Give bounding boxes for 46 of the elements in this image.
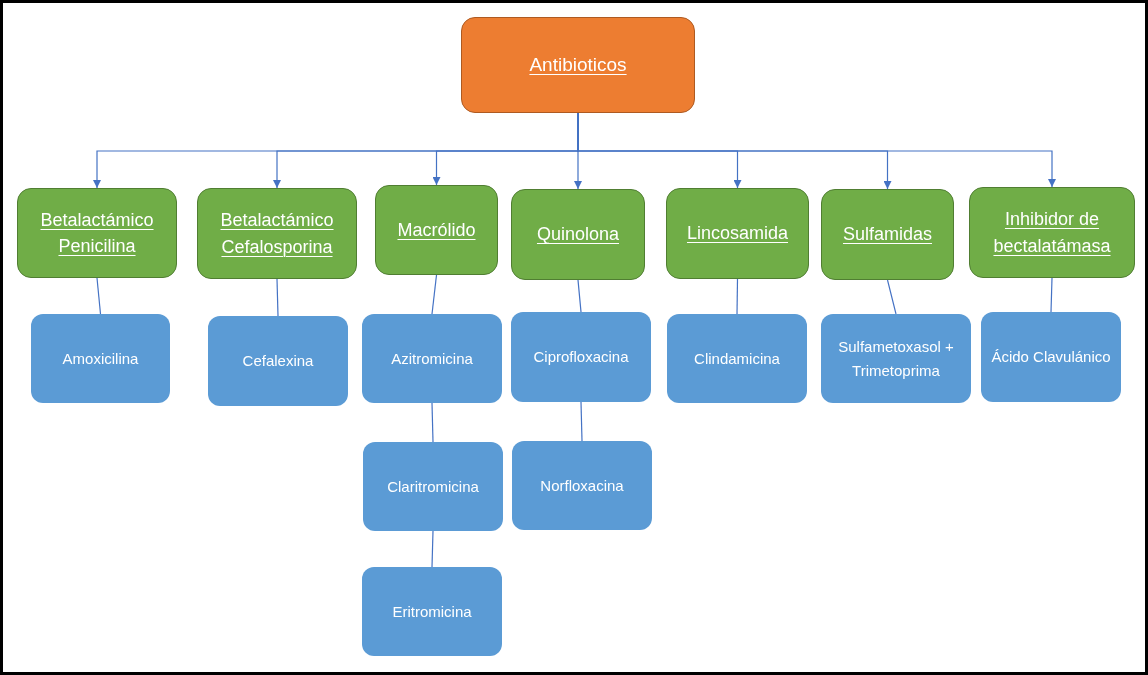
category-box <box>969 187 1135 278</box>
category-box <box>666 188 809 279</box>
node-label: Inhibidor de bectalatámasa <box>992 208 1112 258</box>
root-box <box>461 17 695 113</box>
drug-box <box>363 442 503 531</box>
connector-line <box>886 279 897 315</box>
drug-box <box>667 314 807 403</box>
drug-box <box>821 314 971 403</box>
drug-box <box>31 314 170 403</box>
connector-line <box>1050 277 1053 313</box>
connector-line <box>431 402 434 443</box>
drug-box <box>511 312 651 402</box>
node-label: Claritromicina <box>387 476 479 497</box>
connector-line <box>736 278 739 315</box>
connector-line <box>577 279 582 313</box>
node-label: Eritromicina <box>392 601 472 622</box>
node-label: Cefalexina <box>242 351 314 372</box>
node-label: Sulfamidas <box>842 223 932 247</box>
node-label: Norfloxacina <box>540 475 624 496</box>
category-box <box>511 189 645 280</box>
connector-line <box>580 401 583 442</box>
drug-box <box>362 567 502 656</box>
connector-line <box>431 274 438 315</box>
connector-line <box>96 277 102 315</box>
node-label: Quinolona <box>536 223 620 247</box>
node-label: Antibioticos <box>529 54 627 76</box>
node-label: Sulfametoxasol + Trimetoprima <box>837 337 955 381</box>
node-label: Betalactámico Cefalosporina <box>219 209 335 259</box>
node-label: Betalactámico Penicilina <box>39 208 155 258</box>
node-label: Ciprofloxacina <box>533 347 629 368</box>
connector-line <box>276 278 279 317</box>
category-box <box>197 188 357 279</box>
node-label: Clindamicina <box>694 348 780 369</box>
category-box <box>375 185 498 275</box>
connector-line <box>431 530 434 568</box>
node-label: Macrólido <box>397 218 476 242</box>
node-label: Lincosamida <box>686 222 789 246</box>
drug-box <box>208 316 348 406</box>
drug-box <box>512 441 652 530</box>
category-box <box>17 188 177 278</box>
drug-box <box>362 314 502 403</box>
node-label: Ácido Clavulánico <box>991 347 1111 368</box>
node-label: Amoxicilina <box>62 348 139 369</box>
drug-box <box>981 312 1121 402</box>
category-box <box>821 189 954 280</box>
node-label: Azitromicina <box>391 348 473 369</box>
